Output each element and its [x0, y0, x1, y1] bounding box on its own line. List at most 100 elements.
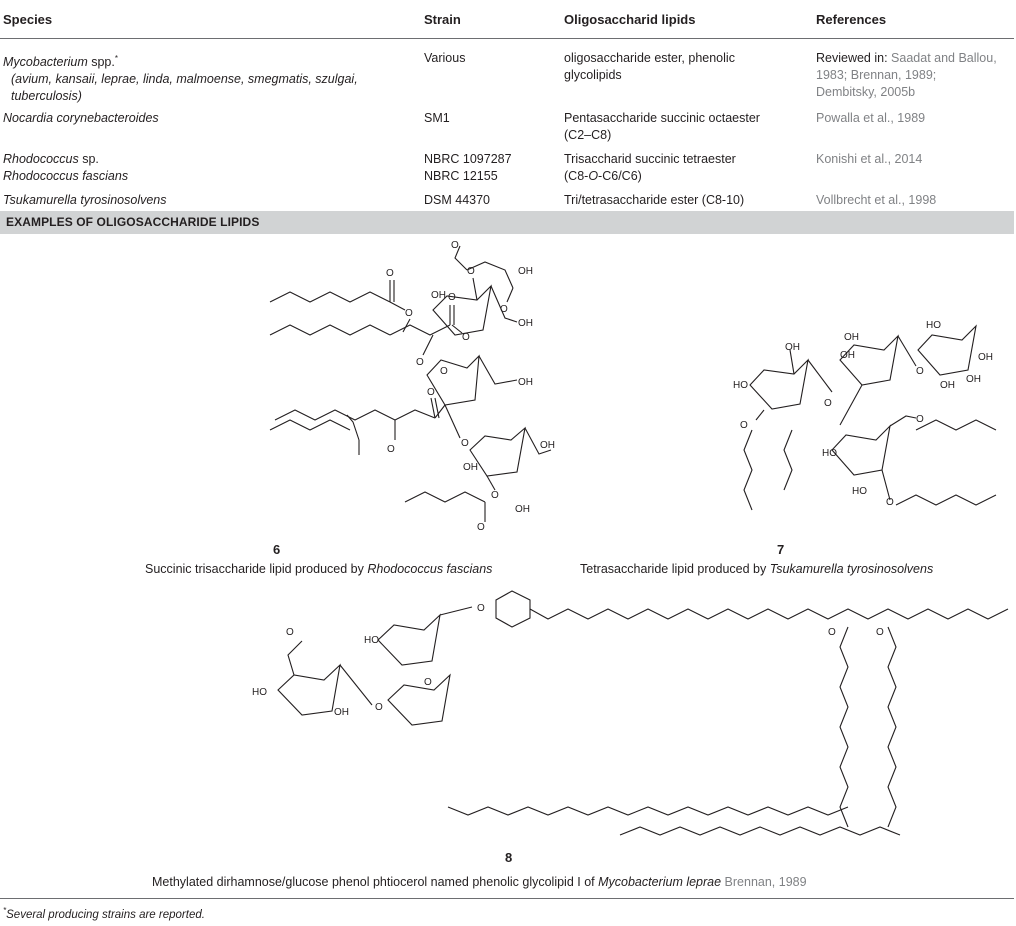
atom-label: OH [844, 332, 859, 343]
atom-label: OH [518, 318, 533, 329]
atom-label: O [448, 292, 456, 303]
alkyl-chain [529, 608, 1009, 620]
atom-label: OH [840, 350, 855, 361]
compound-caption: Tetrasaccharide lipid produced by Tsukam… [580, 562, 933, 576]
lipid-cell: oligosaccharide ester, phenolic glycolip… [564, 50, 735, 84]
caption-organism: Tsukamurella tyrosinosolvens [769, 562, 934, 576]
atom-label: O [916, 366, 924, 377]
atom-label: HO [733, 380, 748, 391]
atom-label: O [451, 240, 459, 251]
sugar-ring [831, 424, 891, 476]
atom-label: O [386, 268, 394, 279]
species-mark: * [114, 54, 118, 63]
sugar-ring [277, 663, 341, 716]
reference-link[interactable]: 1983; Brennan, 1989; [816, 68, 937, 82]
strain-cell: NBRC 1097287 NBRC 12155 [424, 151, 512, 185]
sugar-ring [749, 358, 809, 410]
structure-6: O O O O OH OH O O O OH O O OH O O [269, 240, 555, 530]
reference-link[interactable]: Powalla et al., 1989 [816, 111, 926, 125]
lipid-cell: Tri/tetrasaccharide ester (C8-10) [564, 193, 745, 207]
atom-label: O [824, 398, 832, 409]
strain-line: NBRC 1097287 [424, 152, 512, 166]
species-genus: Mycobacterium [3, 55, 88, 70]
acyl-chain [269, 324, 391, 336]
species-line: Rhodococcus fascians [3, 169, 129, 183]
reference-link[interactable]: Saadat and Ballou, [891, 51, 997, 65]
lipid-line: (C2–C8) [564, 128, 612, 142]
atom-label: OH [334, 707, 349, 718]
lipid-line: Pentasaccharide succinic octaester [564, 111, 760, 125]
acyl-chain [274, 409, 396, 421]
reference-link[interactable]: Vollbrecht et al., 1998 [816, 193, 937, 207]
caption-organism: Mycobacterium leprae [598, 875, 722, 889]
atom-label: OH [940, 380, 955, 391]
atom-label: O [477, 522, 485, 530]
sugar-ring [377, 613, 441, 666]
species-sub: (avium, kansaii, leprae, linda, malmoens… [11, 72, 358, 87]
sugar-ring [469, 426, 526, 477]
lipid-part: (C8- [564, 169, 589, 183]
strain-cell: Various [424, 51, 466, 65]
atom-label: O [477, 603, 485, 614]
caption-text: Methylated dirhamnose/glucose phenol pht… [152, 875, 599, 889]
atom-label: OH [463, 462, 478, 473]
reference-link[interactable]: Brennan, 1989 [721, 875, 807, 889]
sugar-ring [387, 673, 451, 726]
caption-text: Succinic trisaccharide lipid produced by [145, 562, 368, 576]
phenyl-ring [495, 590, 531, 628]
acyl-chain [269, 291, 391, 303]
compound-caption: Methylated dirhamnose/glucose phenol pht… [152, 875, 807, 889]
reference-link[interactable]: Dembitsky, 2005b [816, 85, 916, 99]
atom-label: O [424, 677, 432, 688]
atom-label: OH [978, 352, 993, 363]
acyl-chain [404, 491, 486, 503]
compound-number: 8 [505, 850, 513, 865]
compound-caption: Succinic trisaccharide lipid produced by… [145, 562, 492, 576]
lipid-line: Trisaccharid succinic tetraester [564, 152, 736, 166]
atom-label: O [500, 304, 508, 315]
lipid-part: O [588, 169, 599, 183]
header-rule [0, 38, 1014, 39]
table-row: Mycobacterium spp.* (avium, kansaii, lep… [3, 50, 358, 105]
atom-label: O [440, 366, 448, 377]
atom-label: O [828, 627, 836, 638]
lipid-cell: Pentasaccharide succinic octaester (C2–C… [564, 110, 760, 144]
species-cell: Rhodococcus sp. Rhodococcus fascians [3, 151, 128, 185]
species-suffix: spp. [87, 55, 115, 70]
atom-label: HO [252, 687, 267, 698]
header-references: References [816, 12, 887, 27]
caption-text: Tetrasaccharide lipid produced by [580, 562, 770, 576]
atom-label: O [916, 414, 924, 425]
atom-label: OH [518, 266, 533, 277]
atom-label: O [491, 490, 499, 501]
strain-cell: SM1 [424, 111, 450, 125]
acyl-chain [887, 626, 897, 828]
compound-number: 7 [777, 542, 785, 557]
atom-label: OH [785, 342, 800, 353]
table-header: Species Strain Oligosaccharid lipids Ref… [0, 0, 1014, 38]
lipid-cell: Trisaccharid succinic tetraester (C8-O-C… [564, 151, 736, 185]
atom-label: OH [431, 290, 446, 301]
species-suffix: sp. [78, 152, 99, 166]
header-lipids: Oligosaccharid lipids [564, 12, 696, 27]
atom-label: O [416, 357, 424, 368]
atom-label: O [375, 702, 383, 713]
atom-label: OH [540, 440, 555, 451]
atom-label: O [462, 332, 470, 343]
lipid-part: -C6/C6) [598, 169, 642, 183]
acyl-chain [839, 626, 849, 828]
species-genus: Rhodococcus [3, 152, 79, 166]
atom-label: O [886, 497, 894, 508]
sugar-ring [426, 354, 480, 406]
strain-line: NBRC 12155 [424, 169, 498, 183]
acyl-chain [895, 494, 997, 506]
atom-label: O [461, 438, 469, 449]
species-cell: Nocardia corynebacteroides [3, 111, 159, 125]
reference-link[interactable]: Konishi et al., 2014 [816, 152, 923, 166]
section-bar: EXAMPLES OF OLIGOSACCHARIDE LIPIDS [0, 211, 1014, 234]
reference-prefix: Reviewed in: [816, 51, 892, 65]
atom-label: OH [966, 374, 981, 385]
structure-8: O HO O O HO OH O O O [252, 590, 1009, 836]
acyl-chain [269, 419, 351, 431]
